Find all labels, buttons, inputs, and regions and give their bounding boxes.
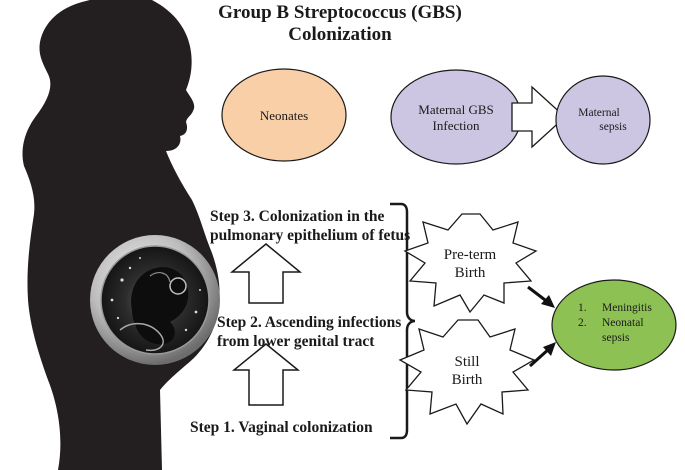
step3-label-line1: Step 3. Colonization in the <box>210 208 385 225</box>
maternal-infection-label-line2: Infection <box>432 118 480 133</box>
stillbirth-label-line2: Birth <box>451 372 483 388</box>
preterm-birth-starburst <box>403 213 538 314</box>
up-arrow-icon-upper <box>229 243 303 304</box>
step3-label-line2: pulmonary epithelium of fetus <box>210 227 411 244</box>
maternal-infection-label-line1: Maternal GBS <box>418 102 494 117</box>
outcome-item2-label-line1: Neonatal <box>602 317 644 329</box>
curly-brace <box>390 202 416 440</box>
outcome-item2-number: 2. <box>578 317 587 329</box>
preterm-label-line2: Birth <box>454 265 486 281</box>
pregnant-woman-silhouette-icon <box>22 0 220 470</box>
maternal-sepsis-label-line1: Maternal <box>578 107 620 119</box>
outcome-item2-label-line2: sepsis <box>602 332 630 344</box>
maternal-sepsis-label-line2: sepsis <box>599 121 627 133</box>
outcome-item1-label: Meningitis <box>602 302 652 314</box>
maternal-gbs-infection-oval <box>390 69 522 165</box>
up-arrow-icon-lower <box>231 343 301 406</box>
step2-label-line2: from lower genital tract <box>217 333 375 350</box>
fetus-in-womb-icon <box>90 235 220 365</box>
diagram-title-line2: Colonization <box>288 24 392 45</box>
stillbirth-label-line1: Still <box>454 354 480 370</box>
diagram-title-line1: Group B Streptococcus (GBS) <box>218 2 462 23</box>
outcome-oval <box>551 279 677 371</box>
preterm-to-outcome-arrow <box>527 285 555 308</box>
step2-label-line1: Step 2. Ascending infections <box>217 314 402 331</box>
maternal-sepsis-oval <box>555 75 651 165</box>
neonates-oval <box>221 68 347 162</box>
stillbirth-to-outcome-arrow <box>528 342 556 368</box>
preterm-label-line1: Pre-term <box>443 247 497 263</box>
outcome-item1-number: 1. <box>578 302 587 314</box>
neonates-label: Neonates <box>259 108 309 123</box>
step1-label: Step 1. Vaginal colonization <box>190 419 373 436</box>
still-birth-starburst <box>398 319 536 426</box>
right-arrow-icon <box>511 85 566 149</box>
